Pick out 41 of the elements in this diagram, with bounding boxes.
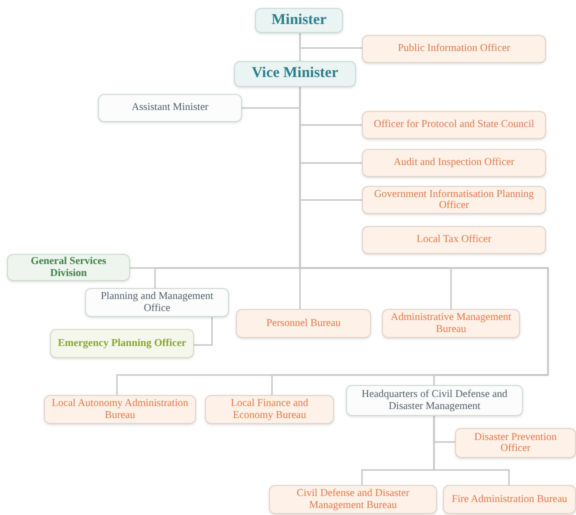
org-box bbox=[85, 288, 229, 317]
unit-name: Personnel Bureau bbox=[266, 318, 341, 329]
unit-name: Administrative Management Bureau bbox=[390, 312, 512, 335]
connector-line bbox=[433, 416, 510, 485]
unit-name: Planning and Management Office bbox=[100, 291, 214, 314]
org-box bbox=[269, 485, 437, 514]
connector-line bbox=[299, 33, 301, 61]
unit-name: Government Informatisation Planning Officer bbox=[373, 188, 535, 212]
connector-line bbox=[194, 317, 213, 346]
unit-name: Emergency Planning Officer bbox=[58, 338, 186, 349]
org-box bbox=[50, 329, 194, 358]
unit-name: Officer for Protocol and State Council bbox=[374, 119, 534, 130]
unit-name: Audit and Inspection Officer bbox=[394, 157, 514, 168]
unit-name: Minister bbox=[272, 12, 326, 28]
unit-name: Fire Administration Bureau bbox=[452, 494, 568, 505]
org-box bbox=[236, 309, 371, 338]
org-box bbox=[346, 385, 523, 416]
org-box bbox=[234, 61, 356, 87]
org-box bbox=[362, 186, 546, 214]
org-box bbox=[362, 111, 546, 139]
org-box bbox=[382, 309, 520, 338]
org-box bbox=[362, 35, 546, 63]
unit-name: Headquarters of Civil Defense and Disaster Management bbox=[360, 389, 508, 412]
unit-name: Local Autonomy Administration Bureau bbox=[50, 398, 190, 421]
org-box bbox=[443, 485, 576, 514]
org-box bbox=[98, 94, 242, 122]
unit-name: Local Finance and Economy Bureau bbox=[230, 398, 310, 421]
org-box bbox=[362, 226, 546, 254]
org-box bbox=[255, 8, 343, 33]
unit-name: Assistant Minister bbox=[132, 102, 208, 114]
unit-name: General Services Division bbox=[30, 256, 108, 279]
org-box bbox=[205, 395, 334, 424]
org-box bbox=[44, 395, 196, 424]
org-box bbox=[7, 254, 130, 281]
unit-name: Local Tax Officer bbox=[416, 234, 492, 246]
unit-name: Public Information Officer bbox=[398, 43, 510, 54]
org-box bbox=[362, 149, 546, 177]
org-box bbox=[455, 428, 576, 458]
unit-name: Vice Minister bbox=[252, 66, 338, 82]
unit-name: Disaster Prevention Officer bbox=[473, 432, 558, 454]
unit-name: Civil Defense and Disaster Management Bureau bbox=[296, 488, 410, 511]
